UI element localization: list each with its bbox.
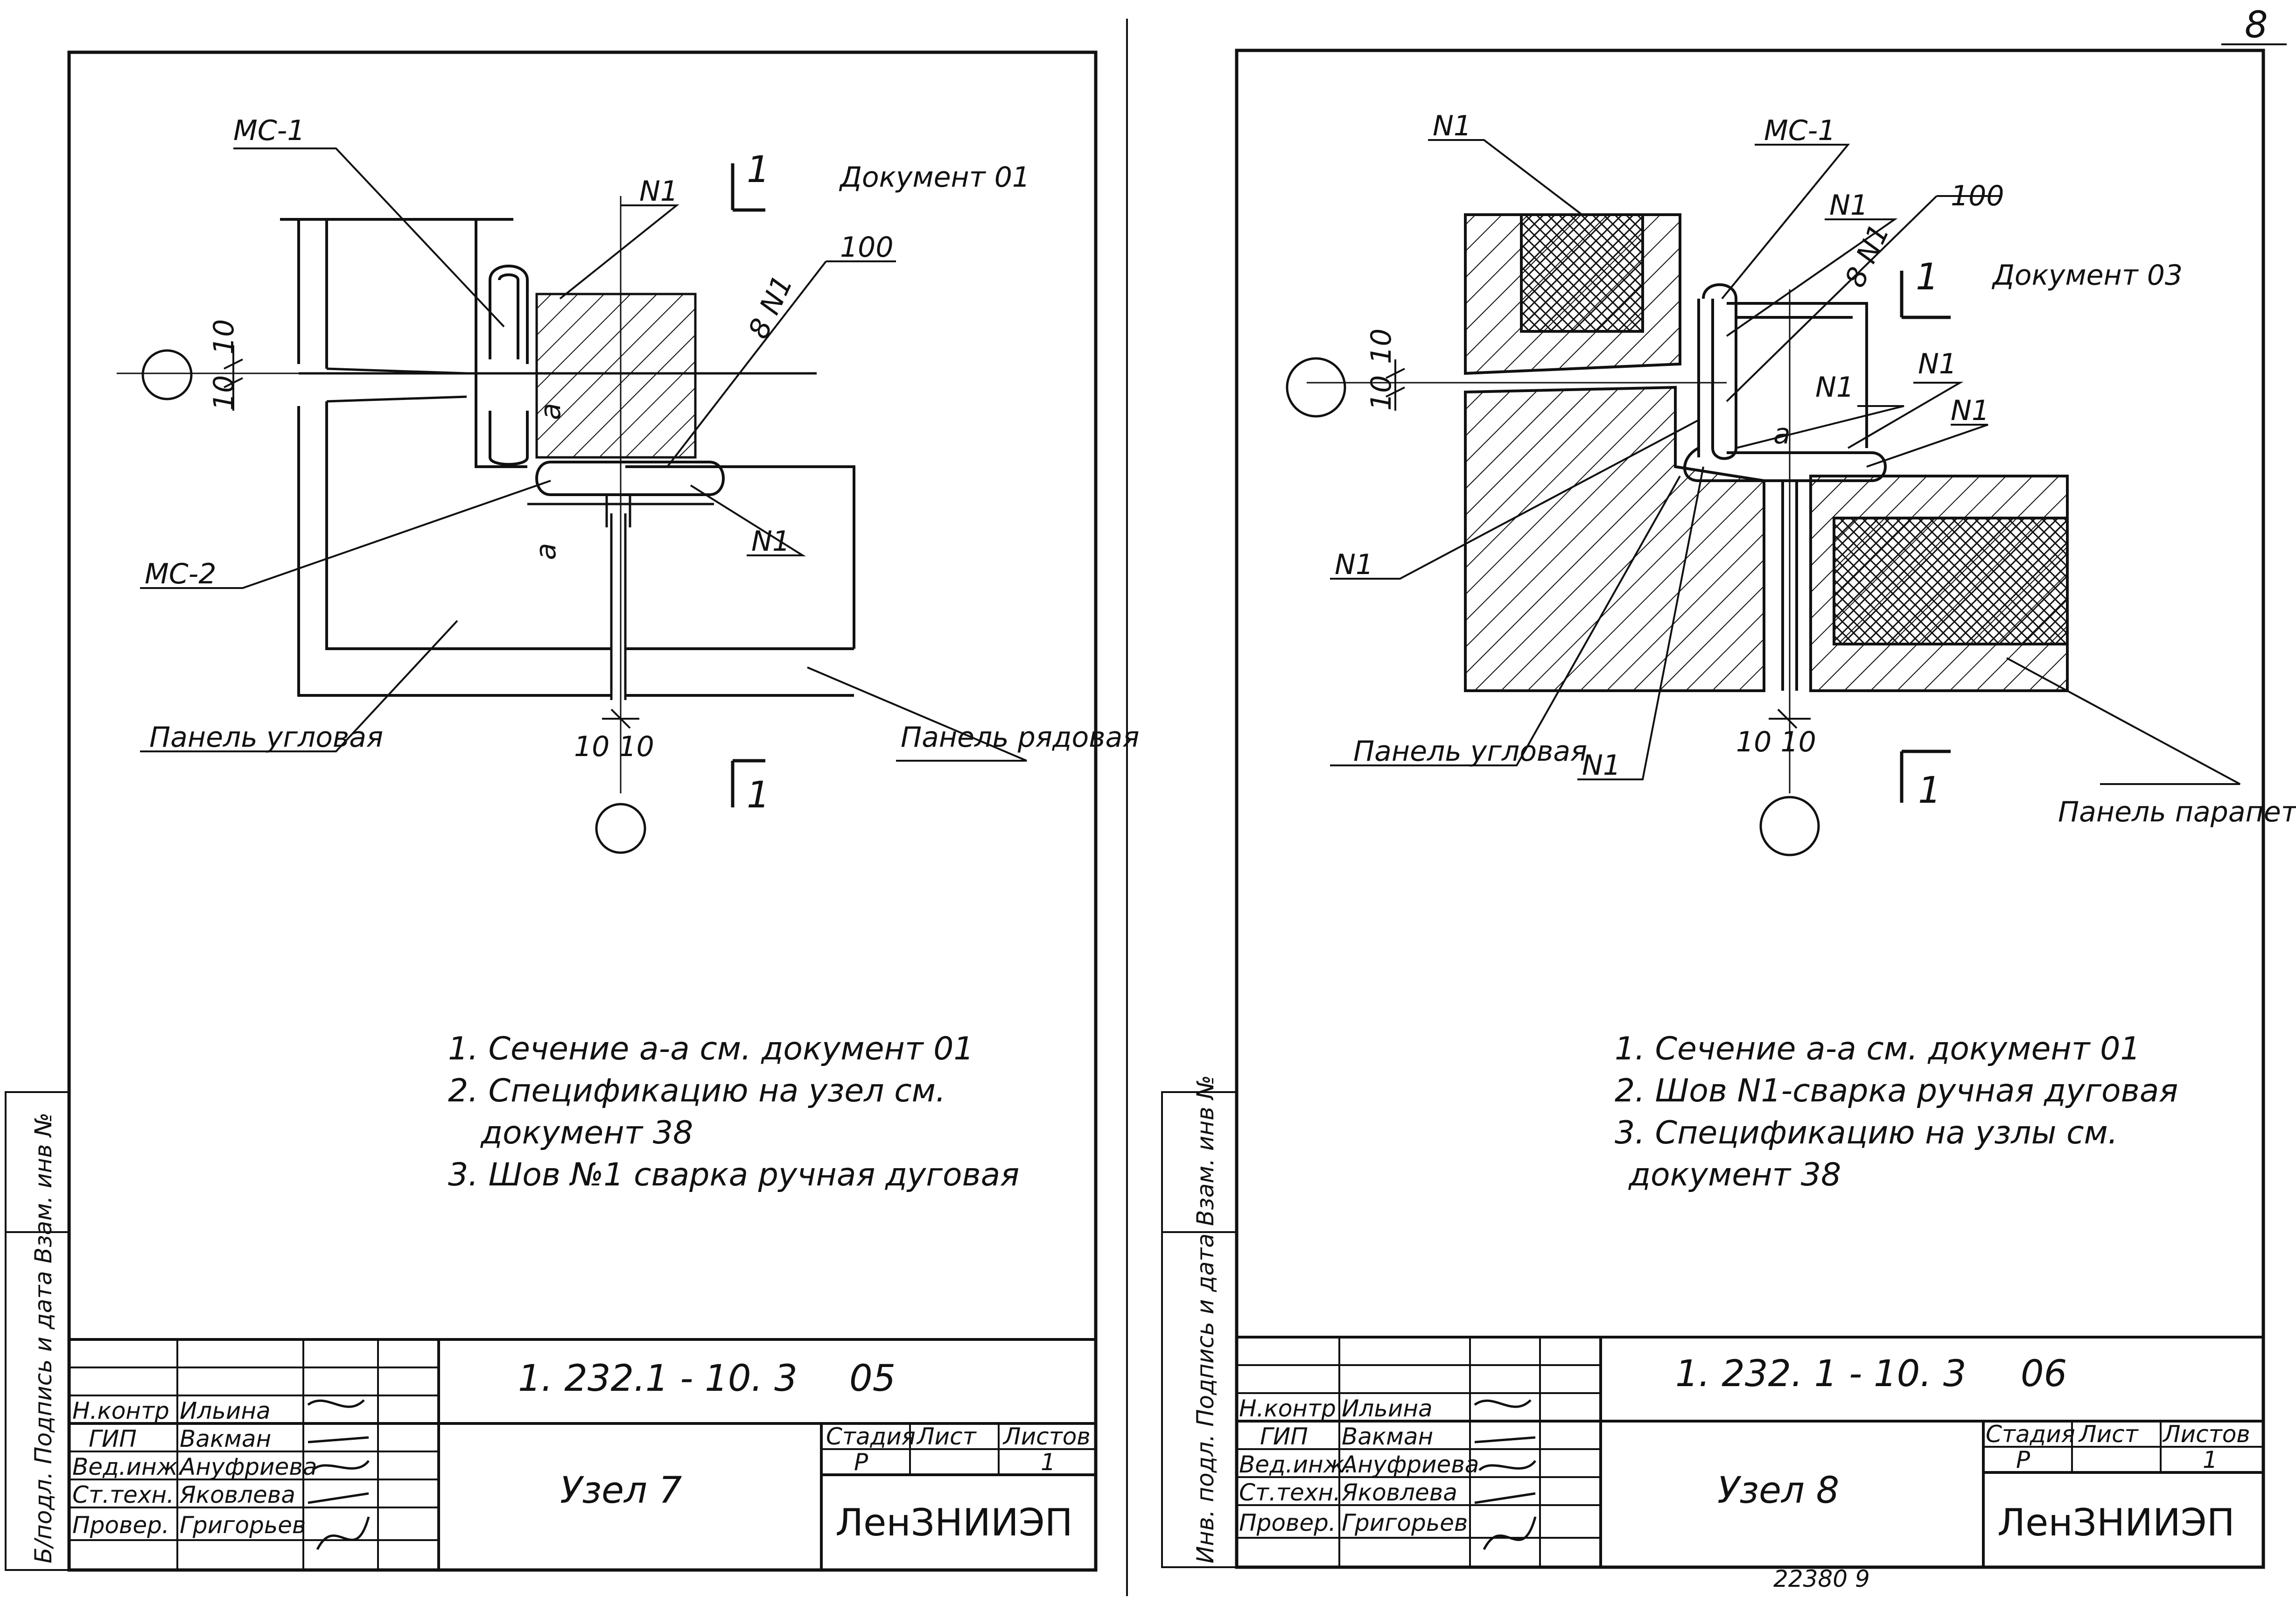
- label-dim-100: 100: [840, 231, 894, 264]
- firm-name: ЛенЗНИИЭП: [1997, 1501, 2235, 1544]
- note-3: 3. Спецификацию на узлы см.: [1615, 1114, 2118, 1151]
- label-panel-corner: Панель угловая: [149, 721, 383, 754]
- label-dim-10a: 10: [208, 319, 240, 355]
- stage-value: Р: [2016, 1446, 2030, 1473]
- side-margin-left: Б/подл. Подпись и дата Взам. инв №: [30, 1113, 57, 1563]
- role-5: Провер.: [1239, 1509, 1336, 1536]
- label-weld-a: 8 N1: [1839, 219, 1896, 293]
- label-section-bottom: 1: [1918, 770, 1941, 812]
- role-2: ГИП: [89, 1425, 137, 1452]
- note-3: 3. Шов №1 сварка ручная дуговая: [448, 1156, 1019, 1193]
- note-3b: документ 38: [1628, 1156, 1841, 1193]
- label-n1-right: N1: [751, 525, 790, 558]
- label-dim-10b: 10: [208, 375, 240, 411]
- label-n1-mid1: N1: [1815, 371, 1854, 404]
- label-n1-top: N1: [1829, 189, 1868, 222]
- label-section-top: 1: [1916, 256, 1939, 298]
- label-panel-corner: Панель угловая: [1353, 735, 1587, 768]
- node7-drawing: [117, 147, 1027, 854]
- page-number: 8: [2245, 4, 2268, 46]
- sheets-header: Листов: [1002, 1423, 1091, 1450]
- label-n1-topleft: N1: [1433, 110, 1471, 142]
- signatures-right: Н.контр Ильина ГИП Вакман Вед.инж. Ануфр…: [1239, 1395, 1537, 1550]
- stage-header: Стадия: [826, 1423, 916, 1450]
- stage-value: Р: [854, 1449, 868, 1476]
- sheet-header: Лист: [2078, 1421, 2139, 1448]
- name-4: Яковлева: [1341, 1479, 1457, 1506]
- label-n1-mid3: N1: [1951, 394, 1989, 427]
- node-title: Узел 7: [560, 1470, 682, 1512]
- label-dim-10a: 10: [1365, 329, 1398, 364]
- label-n1-bottom: N1: [1582, 749, 1621, 782]
- label-section-top: 1: [747, 149, 770, 191]
- sheets-value: 1: [1041, 1449, 1056, 1476]
- label-ms2: МС-2: [145, 558, 217, 590]
- note-2b: документ 38: [480, 1114, 693, 1151]
- sheet-doc: 05: [849, 1358, 896, 1400]
- stage-header: Стадия: [1986, 1421, 2075, 1448]
- label-dim-10b: 10: [1365, 375, 1398, 411]
- role-1: Н.контр: [72, 1397, 169, 1424]
- label-n1-top: N1: [639, 175, 678, 208]
- node-title: Узел 8: [1717, 1470, 1839, 1512]
- role-4: Ст.техн.: [1239, 1479, 1341, 1506]
- label-panel-row: Панель рядовая: [901, 721, 1139, 754]
- label-section-bottom: 1: [747, 774, 770, 816]
- sheet-header: Лист: [916, 1423, 977, 1450]
- sheet-right: Инв. подл. Подпись и дата Взам. инв №: [1161, 49, 2296, 1569]
- name-5: Григорьев: [1342, 1509, 1468, 1536]
- note-1: 1. Сечение а-а см. документ 01: [1615, 1030, 2141, 1067]
- role-3: Вед.инж.: [1239, 1451, 1352, 1478]
- note-1: 1. Сечение а-а см. документ 01: [448, 1030, 974, 1067]
- code: 1. 232. 1 - 10. 3: [1675, 1353, 1967, 1395]
- code: 1. 232.1 - 10. 3: [518, 1358, 798, 1400]
- name-2: Вакман: [1342, 1423, 1433, 1450]
- label-section-a: а: [534, 403, 567, 420]
- label-ms1: МС-1: [1764, 114, 1836, 147]
- name-3: Ануфриева: [1340, 1451, 1479, 1478]
- title-block-right: [1237, 1336, 2263, 1567]
- sheets-header: Листов: [2162, 1421, 2250, 1448]
- role-1: Н.контр: [1239, 1395, 1336, 1422]
- signatures-left: Н.контр Ильина ГИП Вакман Вед.инж. Ануфр…: [72, 1397, 370, 1550]
- label-dim-bottom: 10 10: [1736, 726, 1816, 758]
- label-document: Документ 01: [839, 161, 1030, 194]
- label-n1-left: N1: [1335, 548, 1373, 581]
- note-2: 2. Спецификацию на узел см.: [448, 1072, 946, 1109]
- name-2: Вакман: [180, 1425, 271, 1452]
- title-block-left: [69, 1338, 1096, 1570]
- label-section-a2: а: [530, 543, 562, 560]
- node8-drawing: [1286, 139, 2240, 856]
- sheet-doc: 06: [2021, 1353, 2067, 1395]
- name-3: Ануфриева: [178, 1453, 317, 1480]
- sheet-left: Б/подл. Подпись и дата Взам. инв №: [5, 50, 1139, 1572]
- note-2: 2. Шов N1-сварка ручная дуговая: [1615, 1072, 2178, 1109]
- firm-name: ЛенЗНИИЭП: [835, 1501, 1073, 1544]
- label-document: Документ 03: [1991, 259, 2183, 292]
- label-dim-100: 100: [1951, 180, 2004, 212]
- role-2: ГИП: [1260, 1423, 1308, 1450]
- side-margin-right: Инв. подл. Подпись и дата Взам. инв №: [1192, 1075, 1219, 1563]
- sheets-value: 1: [2203, 1446, 2218, 1473]
- label-panel-parapet: Панель парапетная рядовая: [2058, 796, 2296, 828]
- label-section-a: а: [1773, 418, 1791, 450]
- name-1: Ильина: [1342, 1395, 1433, 1422]
- footer-stamp: 22380 9: [1773, 1565, 1870, 1592]
- label-n1-mid2: N1: [1918, 348, 1957, 380]
- name-5: Григорьев: [180, 1512, 306, 1539]
- label-ms1: МС-1: [233, 114, 305, 147]
- role-4: Ст.техн.: [72, 1481, 174, 1508]
- name-4: Яковлева: [179, 1481, 295, 1508]
- role-5: Провер.: [72, 1512, 169, 1539]
- role-3: Вед.инж.: [72, 1453, 185, 1480]
- name-1: Ильина: [180, 1397, 271, 1424]
- label-dim-bottom: 10 10: [574, 730, 654, 763]
